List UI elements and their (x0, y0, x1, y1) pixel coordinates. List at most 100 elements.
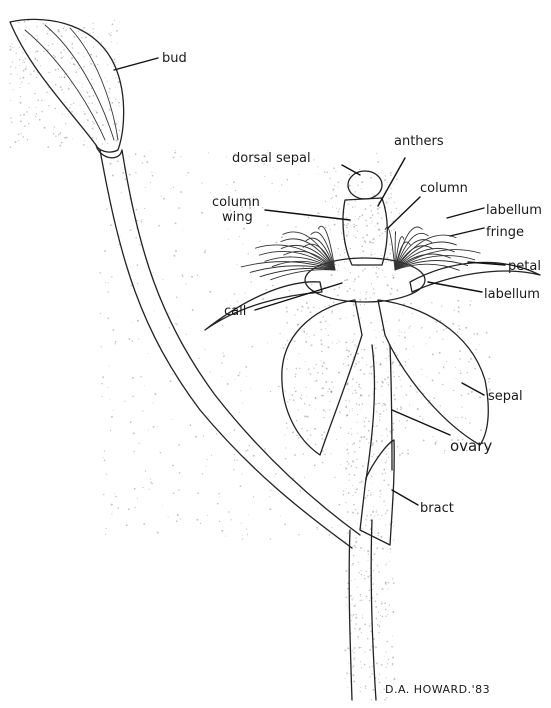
stipple-dot (321, 434, 323, 436)
stipple-dot (296, 420, 297, 421)
stipple-dot (128, 338, 130, 340)
stipple-dot (338, 187, 339, 188)
stipple-dot (386, 428, 387, 429)
stipple-dot (443, 329, 445, 331)
stipple-dot (365, 294, 366, 295)
stipple-dot (421, 327, 422, 328)
stipple-dot (369, 649, 371, 651)
stipple-dot (44, 127, 46, 129)
stipple-dot (98, 37, 99, 38)
stipple-dot (346, 502, 347, 503)
stipple-dot (354, 224, 355, 225)
stipple-dot (96, 56, 98, 58)
stipple-dot (347, 290, 349, 292)
stipple-dot (479, 396, 481, 398)
stipple-dot (115, 77, 116, 78)
stipple-dot (325, 306, 326, 307)
stipple-dot (388, 457, 389, 458)
stipple-dot (381, 601, 382, 602)
stipple-dot (387, 435, 388, 436)
stipple-dot (325, 201, 326, 202)
label-column: column (420, 181, 468, 196)
stipple-dot (390, 172, 392, 174)
label-anthers: anthers (394, 134, 444, 149)
stipple-dot (392, 664, 393, 665)
stipple-dot (391, 230, 392, 231)
stipple-dot (34, 70, 35, 71)
stipple-dot (68, 88, 70, 90)
stipple-dot (59, 145, 61, 147)
stipple-dot (358, 361, 359, 362)
stipple-dot (104, 451, 105, 452)
stipple-dot (347, 443, 348, 444)
stipple-dot (381, 603, 383, 605)
stipple-dot (313, 307, 314, 308)
stipple-dot (338, 211, 340, 213)
stipple-dot (401, 386, 402, 387)
stipple-dot (246, 376, 247, 377)
stipple-dot (344, 249, 345, 250)
stipple-dot (369, 676, 371, 678)
stipple-dot (10, 66, 12, 68)
stipple-dot (465, 327, 467, 329)
stipple-dot (323, 362, 325, 364)
stipple-dot (364, 425, 366, 427)
stipple-dot (345, 341, 347, 343)
stipple-dot (385, 609, 387, 611)
stipple-dot (324, 171, 326, 173)
stipple-dot (371, 223, 372, 224)
stipple-dot (295, 390, 297, 392)
stipple-dot (65, 102, 66, 103)
stipple-dot (321, 322, 322, 323)
stipple-dot (134, 507, 135, 508)
stipple-dot (270, 391, 271, 392)
stipple-dot (366, 438, 368, 440)
stipple-dot (355, 546, 357, 548)
stipple-dot (294, 340, 296, 342)
stipple-dot (370, 242, 371, 243)
stipple-dot (129, 156, 130, 157)
stipple-dot (111, 504, 113, 506)
stipple-dot (479, 344, 480, 345)
stipple-dot (355, 200, 356, 201)
stipple-dot (376, 362, 377, 363)
stipple-dot (137, 264, 139, 266)
stipple-dot (353, 555, 355, 557)
stipple-dot (315, 409, 316, 410)
stipple-dot (357, 523, 358, 524)
stipple-dot (64, 74, 65, 75)
stipple-dot (377, 223, 378, 224)
stipple-dot (217, 503, 219, 505)
stipple-dot (358, 276, 360, 278)
stipple-dot (101, 43, 102, 44)
stipple-dot (281, 236, 283, 238)
stipple-dot (60, 86, 62, 88)
stipple-dot (84, 41, 85, 42)
stipple-dot (355, 390, 357, 392)
stipple-dot (349, 401, 350, 402)
stipple-dot (130, 211, 131, 212)
stipple-dot (408, 359, 409, 360)
stipple-dot (468, 361, 469, 362)
stipple-dot (151, 172, 152, 173)
stipple-dot (330, 534, 331, 535)
stipple-dot (216, 433, 217, 434)
label-callus: call (224, 304, 246, 319)
stipple-dot (83, 111, 84, 112)
stipple-dot (365, 208, 367, 210)
stipple-dot (133, 451, 134, 452)
stipple-dot (370, 297, 371, 298)
stipple-dot (377, 514, 378, 515)
stipple-dot (73, 103, 74, 104)
stipple-dot (388, 198, 389, 199)
stipple-dot (348, 433, 349, 434)
stipple-dot (458, 311, 460, 313)
stipple-dot (186, 334, 187, 335)
stipple-dot (346, 449, 348, 451)
stipple-dot (116, 30, 118, 32)
stipple-dot (115, 86, 116, 87)
fringe-filaments (241, 226, 480, 280)
stipple-dot (349, 411, 350, 412)
stipple-dot (185, 284, 186, 285)
stipple-dot (353, 315, 355, 317)
